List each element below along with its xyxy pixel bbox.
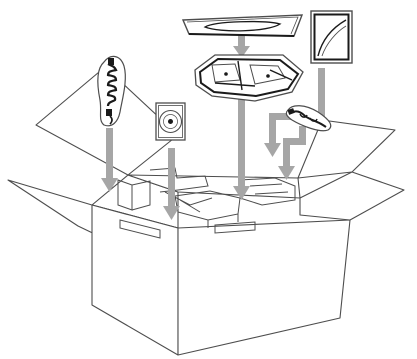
cd-icon [156, 103, 185, 140]
tray-icon [195, 55, 303, 101]
cord-plug-bottom [106, 109, 112, 116]
arrow-powercord-shaft [283, 126, 306, 168]
cover-outer [183, 15, 302, 36]
arrow-cord-shaft [106, 128, 113, 180]
carton-box [8, 67, 404, 355]
arrow-tray-shaft [238, 96, 245, 188]
box-front-right-flap [300, 172, 404, 220]
cord-plug-top [108, 58, 114, 65]
tray-hole-1 [224, 72, 228, 76]
box-front-right-face [178, 220, 350, 355]
arrow-cartridge-head [264, 143, 281, 157]
cd-hole [168, 119, 173, 124]
cartridge-frame [311, 11, 352, 63]
cover-icon [183, 15, 302, 36]
box-front-left-face [92, 205, 178, 355]
foam-block-center [175, 191, 240, 228]
tray-hole-2 [266, 74, 270, 78]
cartridge-icon [311, 11, 352, 63]
arrow-cd-shaft [168, 148, 175, 208]
